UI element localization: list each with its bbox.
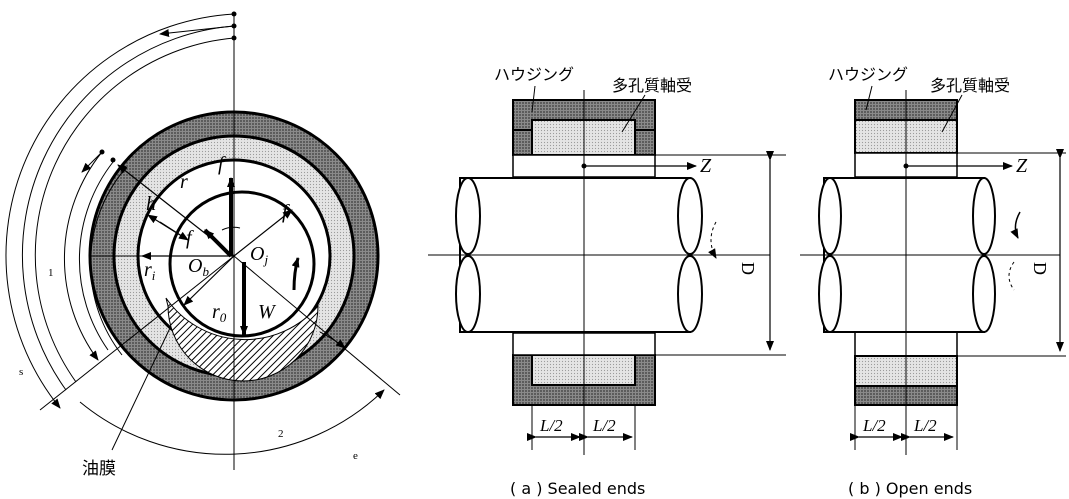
- shaft-right-end-upper: [972, 177, 996, 255]
- oil-film-region: [165, 297, 319, 382]
- z-axis-label: Z: [700, 155, 712, 177]
- housing-leader: [531, 85, 536, 113]
- journal-circle: [168, 190, 316, 338]
- shaft-right-end-lower: [677, 255, 703, 333]
- symbol-o-b: Ob: [188, 255, 209, 279]
- panel-a-caption: ( a ) Sealed ends: [510, 479, 645, 498]
- half-length-left-label: L/2: [539, 416, 563, 435]
- half-length-left-label: L/2: [862, 416, 886, 435]
- top-arc-arrow: [159, 25, 235, 38]
- force-f-left-arrow: [203, 228, 233, 258]
- outer-arc-s: [5, 13, 235, 409]
- marker-dot: [231, 11, 237, 17]
- marker-dot: [110, 157, 116, 163]
- housing-label: ハウジング: [828, 65, 908, 84]
- z-axis-label: Z: [1016, 155, 1028, 177]
- bearing-label: 多孔質軸受: [612, 76, 692, 95]
- oil-film-label: 油膜: [82, 459, 116, 479]
- marker-dot: [231, 23, 237, 29]
- origin-dot: [903, 163, 909, 169]
- shaft-right-end-lower: [972, 255, 996, 333]
- outer-arc-1: [21, 25, 235, 391]
- symbol-r-0: r0: [212, 301, 227, 325]
- panel-b-caption: ( b ) Open ends: [848, 479, 972, 498]
- panel-a-sealed-ends: Z D ハウジング 多孔質軸受 L/2 L/2 ( a ) Sealed end…: [428, 65, 786, 498]
- shaft-left-end-lower: [818, 255, 842, 333]
- symbol-f-left: f: [186, 227, 194, 249]
- shaft-left-end-upper: [455, 177, 481, 255]
- r0-arrow: [183, 255, 235, 306]
- inner-arc-2: [78, 161, 114, 351]
- diameter-label: D: [738, 262, 758, 275]
- shaft-left-end-upper: [818, 177, 842, 255]
- rotation-indicator: [1008, 261, 1015, 291]
- lower-boundary-line: [39, 255, 235, 411]
- symbol-f-right: f: [282, 201, 290, 223]
- inner-arc-top-arrow: [81, 151, 103, 173]
- origin-dot: [581, 163, 587, 169]
- symbol-o-j: Oj: [250, 243, 268, 267]
- marker-dot: [121, 165, 127, 171]
- lower-right-boundary-line: [233, 255, 401, 396]
- half-length-right-label: L/2: [592, 416, 616, 435]
- housing-label: ハウジング: [494, 65, 574, 84]
- diameter-label: D: [1030, 262, 1050, 275]
- rotation-indicator: [708, 221, 717, 259]
- symbol-h: h: [146, 193, 156, 215]
- marker-dot: [99, 149, 105, 155]
- oil-film-leader: [111, 327, 171, 451]
- bearing-label: 多孔質軸受: [930, 76, 1010, 95]
- inner-arc-3: [90, 169, 125, 356]
- lower-arc-2: [79, 389, 385, 455]
- region-label-2: 2: [278, 428, 284, 440]
- rotation-arrow: [291, 257, 300, 291]
- bearing-leader: [941, 94, 963, 133]
- symbol-f-top: f: [218, 153, 226, 175]
- region-label-1: 1: [48, 267, 54, 279]
- angle-arc: [221, 226, 241, 231]
- rotation-indicator-top: [1010, 211, 1021, 239]
- outer-arc-top: [34, 37, 235, 383]
- region-label-s: s: [19, 366, 23, 378]
- panel-b-open-ends: Z D ハウジング 多孔質軸受 L/2 L/2 ( b ) Open ends: [800, 65, 1066, 498]
- symbol-r: r: [180, 171, 188, 193]
- bearing-cross-section: r h f f f ri Ob Oj r0 W 1 s 2 e 油膜: [5, 11, 401, 479]
- housing-leader: [865, 85, 873, 111]
- region-label-e: e: [353, 450, 358, 462]
- journal-radius-arrow: [233, 209, 293, 257]
- bearing-leader: [621, 94, 646, 133]
- lower-arc-e: [319, 331, 346, 349]
- shaft-right-end-upper: [677, 177, 703, 255]
- half-length-right-label: L/2: [913, 416, 937, 435]
- marker-dot: [231, 35, 237, 41]
- symbol-w: W: [258, 301, 277, 323]
- symbol-r-i: ri: [144, 259, 156, 283]
- h-arrow-back: [159, 221, 189, 241]
- inner-arc-1: [63, 151, 103, 361]
- shaft-left-end-lower: [455, 255, 481, 333]
